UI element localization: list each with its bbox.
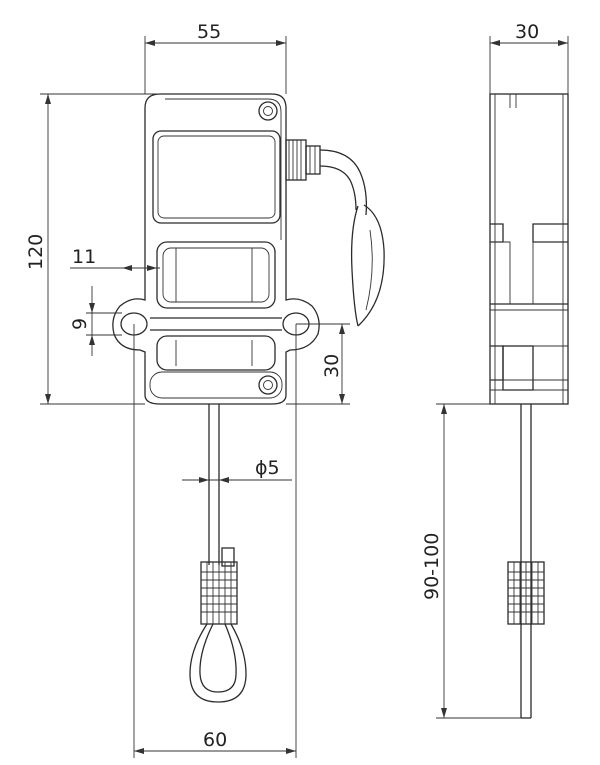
screw-top <box>258 101 278 121</box>
dim-front-height: 120 <box>25 234 47 270</box>
dim-cable-diameter: ϕ5 <box>255 457 280 479</box>
dim-slot-width: 11 <box>72 246 96 268</box>
lower-slot <box>156 335 276 371</box>
signal-cable <box>319 149 368 216</box>
cable-gland <box>285 139 321 181</box>
cross-bar <box>150 317 282 331</box>
side-body <box>489 93 569 405</box>
dim-mount-width: 60 <box>203 729 227 751</box>
dimension-lines <box>40 36 569 758</box>
upper-slot <box>156 241 276 309</box>
screw-bottom <box>258 375 278 395</box>
front-view <box>112 93 385 703</box>
dim-cable-length: 90-100 <box>421 533 443 600</box>
dim-front-width: 55 <box>197 21 221 43</box>
upper-slot-inner <box>162 247 270 303</box>
housing-inner <box>165 98 282 240</box>
display-window-inner <box>157 135 276 219</box>
display-window <box>152 130 281 224</box>
crimp-sleeve <box>200 561 238 625</box>
screw-top-inner <box>263 106 273 116</box>
side-view <box>489 93 569 719</box>
rope-eye-loop <box>189 623 247 703</box>
dim-side-thickness: 30 <box>515 21 539 43</box>
dim-hole-spacing: 9 <box>69 318 91 330</box>
side-crimp-sleeve <box>507 561 545 625</box>
screw-bottom-inner <box>263 380 273 390</box>
housing-outline <box>112 93 320 405</box>
dim-lower-offset: 30 <box>321 354 343 378</box>
